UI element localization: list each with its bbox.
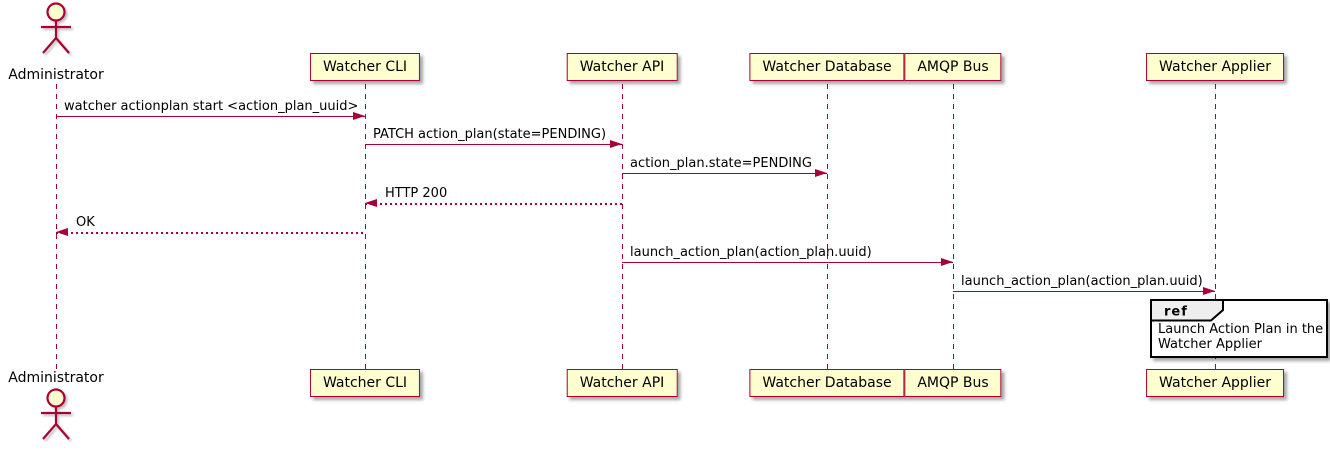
participant-top-api: Watcher API xyxy=(566,53,678,81)
cli-lifeline xyxy=(364,84,366,369)
actor-label-bottom: Administrator xyxy=(8,370,104,386)
message-label: action_plan.state=PENDING xyxy=(630,156,812,171)
actor-label-top: Administrator xyxy=(8,67,104,83)
participant-top-amqp: AMQP Bus xyxy=(904,53,1002,81)
ref-text: Launch Action Plan in the Watcher Applie… xyxy=(1152,301,1326,352)
message-line xyxy=(56,232,365,234)
amqp-lifeline xyxy=(952,84,954,369)
message-arrowhead xyxy=(941,258,953,266)
db-lifeline xyxy=(826,84,828,369)
message-arrowhead xyxy=(353,112,365,120)
api-lifeline xyxy=(621,84,623,369)
message-arrowhead xyxy=(1203,287,1215,295)
message-arrowhead xyxy=(56,228,68,236)
message-line xyxy=(365,144,622,145)
message-arrowhead xyxy=(365,199,377,207)
ref-tab-shape xyxy=(1150,299,1224,322)
message-label: OK xyxy=(76,215,95,230)
message-line xyxy=(622,173,827,174)
actor-stick-figure-icon xyxy=(41,388,71,440)
ref-keyword: ref xyxy=(1164,305,1188,320)
message-label: launch_action_plan(action_plan.uuid) xyxy=(630,245,872,260)
participant-bottom-applier: Watcher Applier xyxy=(1146,369,1284,397)
ref-tab: ref xyxy=(1150,299,1224,322)
participant-bottom-api: Watcher API xyxy=(566,369,678,397)
message-arrowhead xyxy=(610,140,622,148)
participant-top-db: Watcher Database xyxy=(749,53,905,81)
message-line xyxy=(622,262,953,263)
ref-fragment: ref Launch Action Plan in the Watcher Ap… xyxy=(1150,299,1328,358)
message-label: PATCH action_plan(state=PENDING) xyxy=(373,127,607,142)
participant-top-cli: Watcher CLI xyxy=(309,53,421,81)
message-line xyxy=(56,116,365,117)
ref-text-line: Launch Action Plan in the xyxy=(1158,322,1324,337)
participant-bottom-db: Watcher Database xyxy=(749,369,905,397)
ref-text-line: Watcher Applier xyxy=(1158,337,1262,352)
message-label: HTTP 200 xyxy=(385,186,448,201)
actor-stick-figure-icon xyxy=(41,2,71,54)
message-label: launch_action_plan(action_plan.uuid) xyxy=(961,274,1203,289)
applier-lifeline xyxy=(1214,84,1216,369)
admin-lifeline xyxy=(55,84,57,369)
participant-bottom-amqp: AMQP Bus xyxy=(904,369,1002,397)
message-label: watcher actionplan start <action_plan_uu… xyxy=(64,99,359,114)
message-arrowhead xyxy=(815,169,827,177)
message-line xyxy=(365,203,622,205)
participant-top-applier: Watcher Applier xyxy=(1146,53,1284,81)
participant-bottom-cli: Watcher CLI xyxy=(309,369,421,397)
message-line xyxy=(953,291,1215,292)
